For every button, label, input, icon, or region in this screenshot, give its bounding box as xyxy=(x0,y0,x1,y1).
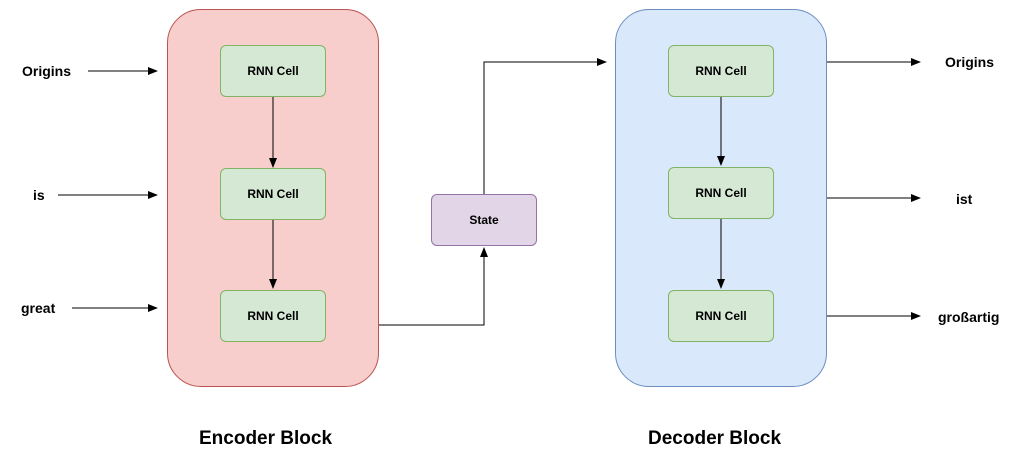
output-word-ist: ist xyxy=(956,191,973,207)
decoder-rnn-cell-1: RNN Cell xyxy=(668,45,774,97)
input-word-great: great xyxy=(21,300,56,316)
decoder-rnn-cell-2: RNN Cell xyxy=(668,167,774,219)
encoder-rnn-cell-3: RNN Cell xyxy=(220,290,326,342)
input-word-origins: Origins xyxy=(22,63,72,79)
decoder-rnn-cell-3: RNN Cell xyxy=(668,290,774,342)
decoder-caption: Decoder Block xyxy=(648,428,782,449)
encoder-rnn-cell-2: RNN Cell xyxy=(220,168,326,220)
encoder-to-state-arrow xyxy=(379,247,488,326)
encoder-caption: Encoder Block xyxy=(199,428,333,449)
output-word-origins: Origins xyxy=(945,54,995,70)
input-word-is: is xyxy=(33,187,45,203)
state-box: State xyxy=(431,194,537,246)
output-word-grossartig: großartig xyxy=(938,309,1000,325)
encoder-rnn-cell-1: RNN Cell xyxy=(220,45,326,97)
state-to-decoder-arrow xyxy=(483,58,607,194)
